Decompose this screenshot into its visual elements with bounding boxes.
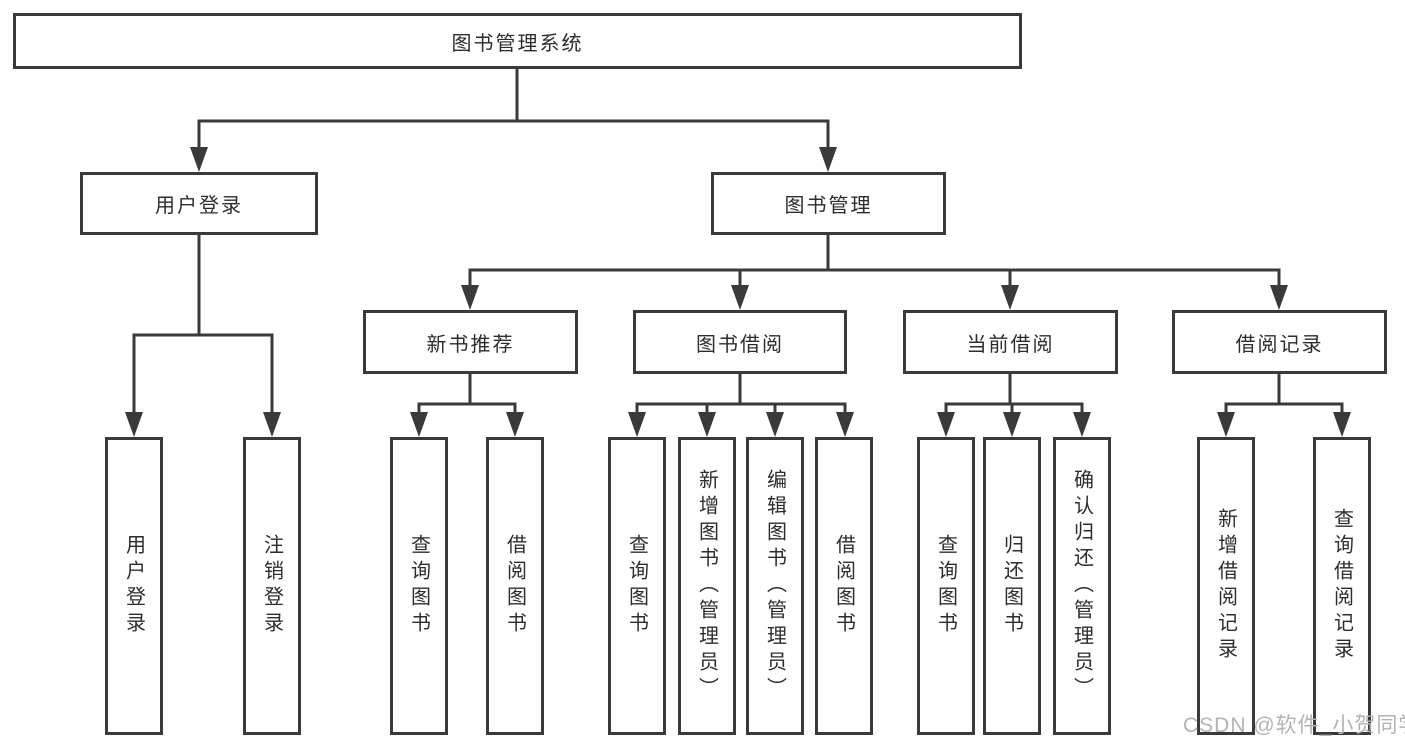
arrow-down-icon [766, 412, 784, 437]
node-user-login: 用户登录 [80, 172, 318, 235]
arrow-down-icon [190, 147, 208, 172]
leaf-query-books-recommend: 查询图书 [390, 437, 448, 735]
node-label: 图书借阅 [696, 333, 784, 356]
arrow-down-icon [125, 412, 143, 437]
leaf-label: 注销登录 [260, 534, 283, 638]
arrow-down-icon [263, 412, 281, 437]
leaf-edit-books-admin: 编辑图书（管理员） [746, 437, 804, 735]
arrow-down-icon [1270, 285, 1288, 310]
leaf-label: 查询借阅记录 [1330, 508, 1353, 664]
node-label: 借阅记录 [1235, 333, 1324, 356]
leaf-label: 查询图书 [625, 534, 648, 638]
leaf-logout: 注销登录 [243, 437, 301, 735]
arrow-down-icon [410, 412, 428, 437]
node-label: 用户登录 [155, 195, 243, 217]
arrow-down-icon [1217, 412, 1235, 437]
arrow-down-icon [937, 412, 955, 437]
leaf-user-login: 用户登录 [105, 437, 163, 735]
node-root-label: 图书管理系统 [451, 32, 584, 55]
leaf-label: 查询图书 [407, 534, 430, 638]
leaf-label: 借阅图书 [832, 534, 855, 638]
leaf-label: 新增图书（管理员） [695, 469, 718, 703]
leaf-return-books: 归还图书 [983, 437, 1041, 735]
node-borrow-records: 借阅记录 [1172, 310, 1387, 374]
leaf-label: 确认归还（管理员） [1070, 469, 1093, 703]
leaf-query-books-current: 查询图书 [917, 437, 975, 735]
csdn-watermark: CSDN @软件_小贺同学 [1183, 714, 1405, 737]
leaf-label: 查询图书 [934, 534, 957, 638]
arrow-down-icon [1073, 412, 1091, 437]
leaf-borrow-books-recommend: 借阅图书 [486, 437, 544, 735]
leaf-confirm-return-admin: 确认归还（管理员） [1053, 437, 1111, 735]
arrow-down-icon [1333, 412, 1351, 437]
node-root-system: 图书管理系统 [13, 13, 1022, 69]
node-label: 新书推荐 [426, 333, 515, 356]
leaf-query-books-borrow: 查询图书 [608, 437, 666, 735]
leaf-label: 借阅图书 [503, 534, 526, 638]
arrow-down-icon [698, 412, 716, 437]
leaf-add-borrow-record: 新增借阅记录 [1197, 437, 1255, 735]
node-current-borrow: 当前借阅 [903, 310, 1118, 374]
arrow-down-icon [461, 285, 479, 310]
node-book-management: 图书管理 [711, 172, 946, 235]
leaf-label: 编辑图书（管理员） [763, 469, 786, 703]
arrow-down-icon [1003, 412, 1021, 437]
arrowheads [125, 147, 1351, 437]
arrow-down-icon [819, 147, 837, 172]
arrow-down-icon [731, 285, 749, 310]
node-book-borrow: 图书借阅 [633, 310, 847, 374]
leaf-query-borrow-record: 查询借阅记录 [1313, 437, 1371, 735]
leaf-label: 归还图书 [1000, 534, 1023, 638]
leaf-add-books-admin: 新增图书（管理员） [678, 437, 736, 735]
node-label: 当前借阅 [966, 333, 1055, 356]
node-new-book-recommend: 新书推荐 [363, 310, 578, 374]
leaf-borrow-books: 借阅图书 [815, 437, 873, 735]
arrow-down-icon [628, 412, 646, 437]
arrow-down-icon [836, 412, 854, 437]
arrow-down-icon [506, 412, 524, 437]
node-label: 图书管理 [784, 195, 873, 217]
arrow-down-icon [1001, 285, 1019, 310]
leaf-label: 用户登录 [122, 534, 145, 638]
leaf-label: 新增借阅记录 [1214, 508, 1237, 664]
